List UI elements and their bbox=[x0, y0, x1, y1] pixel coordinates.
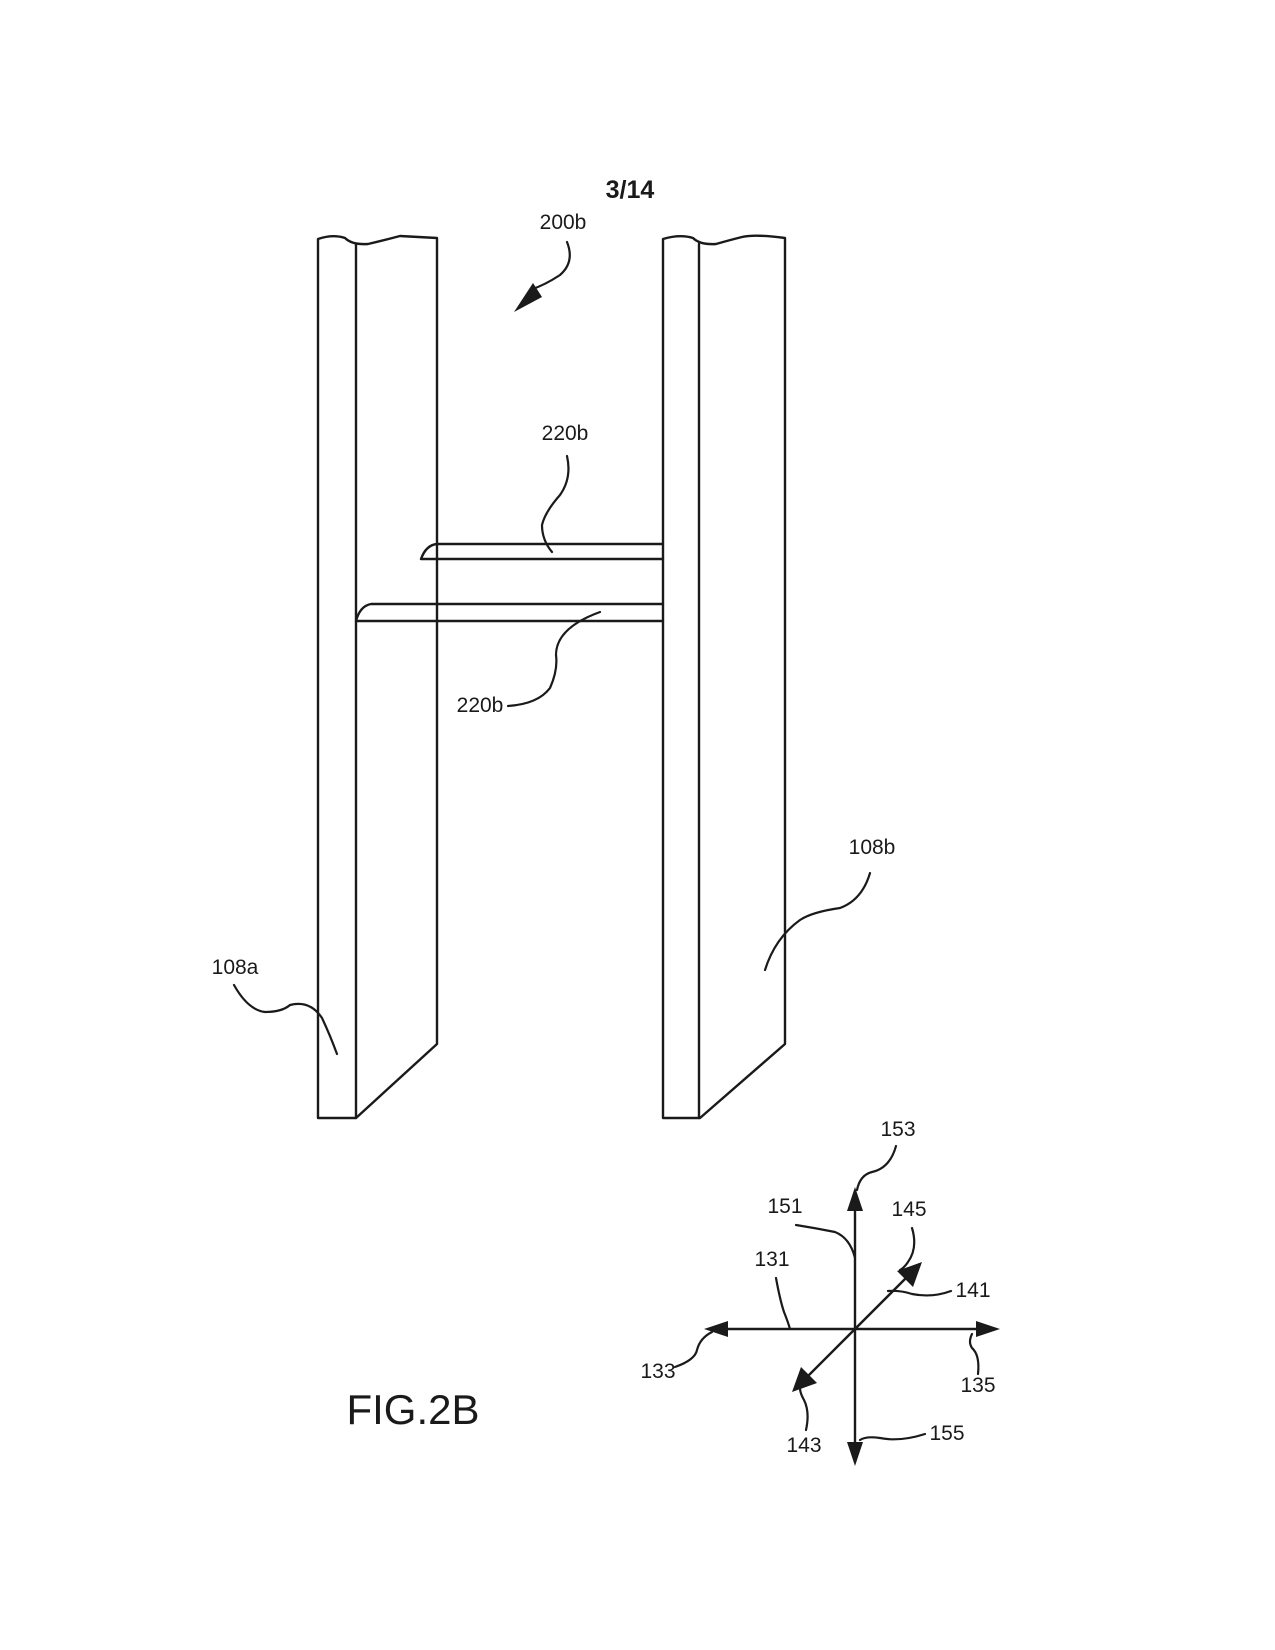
sheet-number: 3/14 bbox=[606, 176, 655, 204]
label-151: 151 bbox=[767, 1195, 802, 1218]
label-131: 131 bbox=[754, 1248, 789, 1271]
leader-108a bbox=[232, 983, 339, 1056]
arrow-downleft-head bbox=[792, 1367, 817, 1392]
leader-108b bbox=[763, 871, 872, 972]
label-108b: 108b bbox=[849, 836, 896, 859]
wall-panel-108b bbox=[661, 234, 787, 1120]
leader-143 bbox=[798, 1386, 809, 1432]
leader-220b-lower bbox=[506, 610, 602, 708]
leader-133 bbox=[673, 1330, 714, 1369]
figure-label: FIG.2B bbox=[346, 1386, 479, 1433]
arrow-right-head bbox=[976, 1321, 1000, 1337]
label-145: 145 bbox=[891, 1198, 926, 1221]
connecting-member-lower bbox=[354, 602, 665, 623]
label-153: 153 bbox=[880, 1118, 915, 1141]
label-143: 143 bbox=[786, 1434, 821, 1457]
member-upper-outline bbox=[419, 542, 665, 561]
label-220b-lower: 220b bbox=[457, 694, 504, 717]
connecting-member-upper bbox=[419, 542, 665, 561]
leader-151 bbox=[794, 1223, 857, 1260]
label-108a: 108a bbox=[212, 956, 259, 979]
arrow-200b-head bbox=[514, 283, 542, 312]
wall-panel-108a bbox=[316, 234, 439, 1120]
label-135: 135 bbox=[960, 1374, 995, 1397]
label-200b: 200b bbox=[540, 211, 587, 234]
leader-131 bbox=[774, 1276, 792, 1331]
member-lower-outline bbox=[354, 602, 665, 623]
leader-155 bbox=[858, 1432, 927, 1442]
label-155: 155 bbox=[929, 1422, 964, 1445]
leader-220b-upper bbox=[540, 454, 570, 554]
label-220b-upper: 220b bbox=[542, 422, 589, 445]
leader-141 bbox=[886, 1289, 953, 1297]
arrow-left-head bbox=[704, 1321, 728, 1337]
arrow-down-head bbox=[847, 1442, 863, 1466]
label-133: 133 bbox=[640, 1360, 675, 1383]
axis-diagonal bbox=[800, 1271, 913, 1384]
leader-153 bbox=[855, 1144, 898, 1192]
arrow-upright-head bbox=[897, 1262, 922, 1287]
leader-145 bbox=[898, 1226, 916, 1272]
leader-135 bbox=[968, 1332, 980, 1376]
arrow-up-head bbox=[847, 1187, 863, 1211]
wall-108a-outline bbox=[316, 234, 439, 1120]
label-141: 141 bbox=[955, 1279, 990, 1302]
leader-200b bbox=[528, 240, 571, 292]
wall-108b-outline bbox=[661, 234, 787, 1120]
